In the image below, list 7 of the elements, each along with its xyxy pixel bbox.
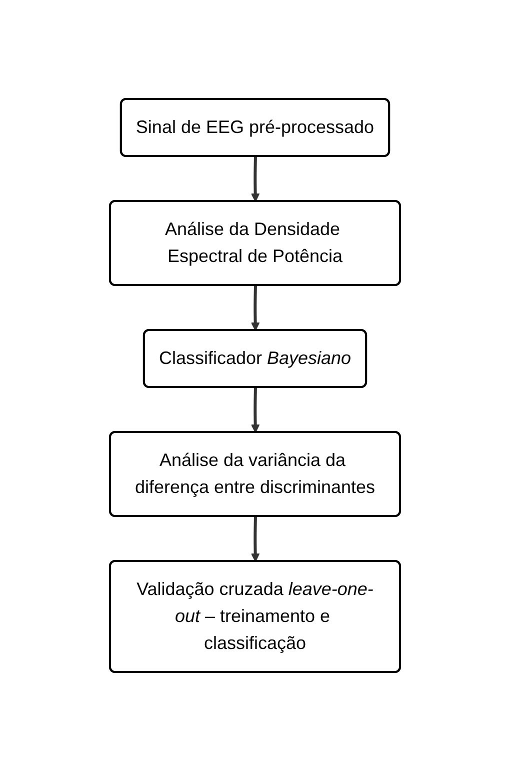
arrow — [250, 516, 260, 562]
arrow — [250, 156, 260, 202]
arrow — [250, 387, 260, 433]
node-text: Análise da Densidade Espectral de Potência — [164, 219, 342, 266]
arrow — [250, 285, 260, 331]
node-text: Análise da variância da diferença entre discriminantes — [134, 450, 375, 497]
node-text: Validação cruzada leave-one-out – treinamento e classificação — [136, 579, 373, 653]
